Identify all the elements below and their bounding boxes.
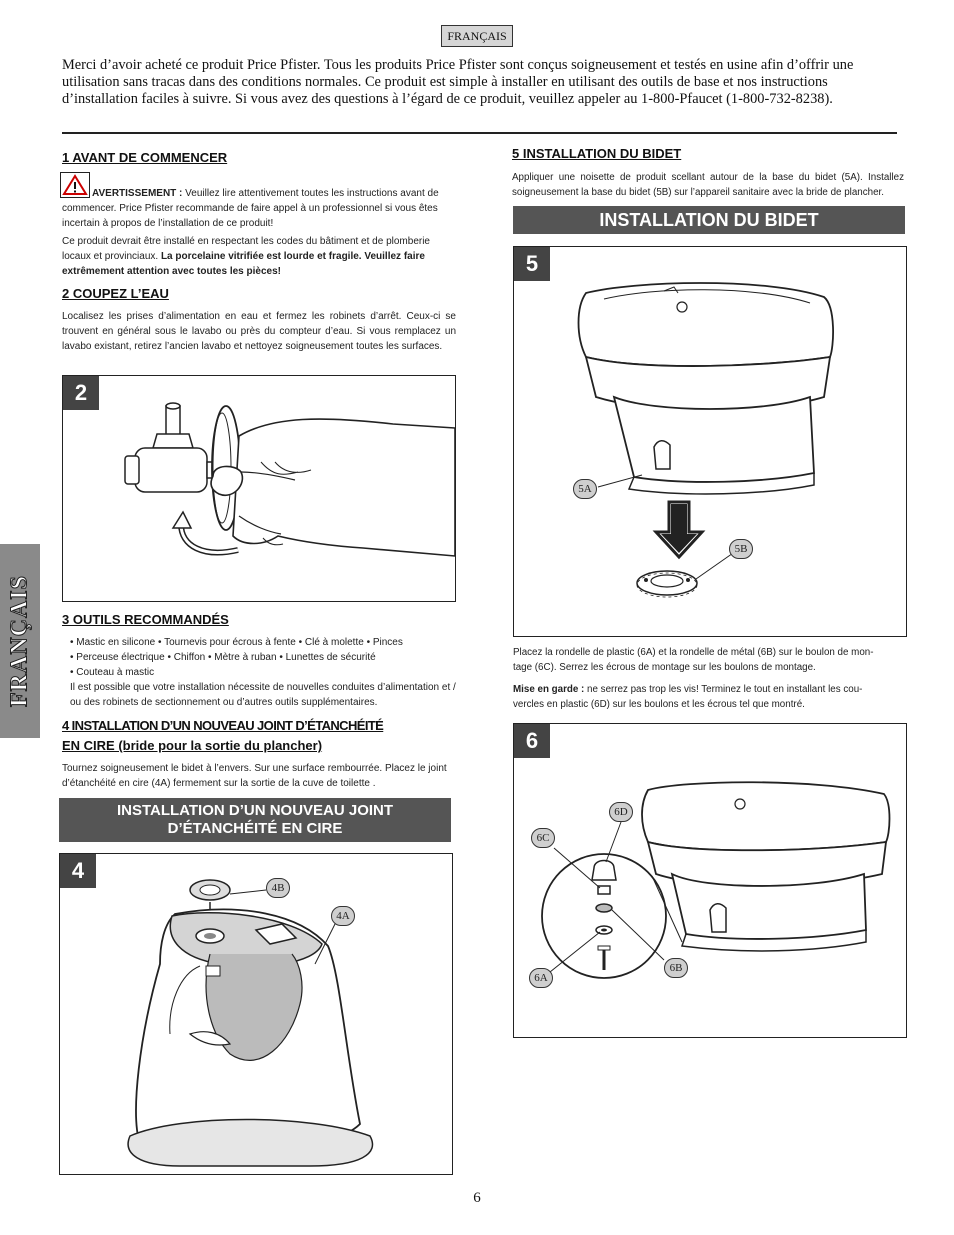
banner4-line1: INSTALLATION D’UN NOUVEAU JOINT xyxy=(116,802,394,819)
caution-label: Mise en garde : xyxy=(513,684,585,695)
warning-label: AVERTISSEMENT : xyxy=(92,188,183,199)
section6-caution: Mise en garde : ne serrez pas trop les v… xyxy=(513,682,905,712)
callout-5b: 5B xyxy=(729,539,753,559)
figure-2: 2 xyxy=(62,375,456,602)
side-tab-label: FRANÇAIS xyxy=(6,574,33,708)
figure-5-number: 5 xyxy=(514,247,550,281)
section5-text: Appliquer une noisette de produit scella… xyxy=(512,172,904,198)
section2-heading: 2 COUPEZ L’EAU xyxy=(62,286,169,301)
figure-4-number: 4 xyxy=(60,854,96,888)
figure-4-leaders xyxy=(229,889,337,965)
bidet-mounting-illustration xyxy=(541,781,891,979)
figure-6: 6 6D 6C 6A 6B xyxy=(513,723,907,1038)
header-divider xyxy=(62,132,897,134)
tools-line: • Mastic en silicone • Tournevis pour éc… xyxy=(70,637,403,648)
section3-heading: 3 OUTILS RECOMMANDÉS xyxy=(62,612,229,627)
warning-paragraph: AVERTISSEMENT : Veuillez lire attentivem… xyxy=(62,186,456,231)
callout-5a: 5A xyxy=(573,479,597,499)
tools-note: Il est possible que votre installation n… xyxy=(70,682,456,708)
section1-heading: 1 AVANT DE COMMENCER xyxy=(62,150,228,165)
caution-line2: vercles en plastic (6D) sur les boulons … xyxy=(513,699,805,710)
section2-text: Localisez les prises d’alimentation en e… xyxy=(62,311,456,352)
section4-text: Tournez soigneusement le bidet à l’enver… xyxy=(62,763,447,789)
tools-list: • Mastic en silicone • Tournevis pour éc… xyxy=(70,635,460,680)
section6-line2: tage (6C). Serrez les écrous de montage … xyxy=(513,662,816,673)
section4-heading-line2: EN CIRE (bride pour la sortie du planche… xyxy=(62,738,323,753)
tools-line: • Perceuse électrique • Chiffon • Mètre … xyxy=(70,652,376,663)
callout-6b: 6B xyxy=(664,958,688,978)
callout-4b: 4B xyxy=(266,878,290,898)
codes-paragraph: Ce produit devrait être installé en resp… xyxy=(62,234,456,279)
section4-heading: 4 INSTALLATION D’UN NOUVEAU JOINT D’ÉTAN… xyxy=(62,718,384,733)
bidet-installation-illustration xyxy=(577,282,834,598)
warning-icon xyxy=(60,172,90,198)
section4-banner: INSTALLATION D’UN NOUVEAU JOINT D’ÉTANCH… xyxy=(59,798,451,842)
section5-banner: INSTALLATION DU BIDET xyxy=(513,206,905,234)
page-number: 6 xyxy=(473,1190,481,1206)
codes-text: Ce produit devrait être installé en resp… xyxy=(62,236,430,262)
callout-4a: 4A xyxy=(331,906,355,926)
callout-6d: 6D xyxy=(609,802,633,822)
caution-line1: ne serrez pas trop les vis! Terminez le … xyxy=(584,684,863,695)
upturned-bidet-illustration xyxy=(127,879,374,1167)
section6-line1: Placez la rondelle de plastic (6A) et la… xyxy=(513,647,874,658)
callout-6a: 6A xyxy=(529,968,553,988)
side-language-tab: FRANÇAIS xyxy=(0,544,40,738)
warning-text: Veuillez lire attentivement toutes les i… xyxy=(62,188,439,229)
banner4-line2: D’ÉTANCHÉITÉ EN CIRE xyxy=(167,820,343,837)
tools-line: • Couteau à mastic xyxy=(70,667,155,678)
callout-6c: 6C xyxy=(531,828,555,848)
figure-2-number: 2 xyxy=(63,376,99,410)
section5-heading: 5 INSTALLATION DU BIDET xyxy=(512,146,682,161)
section6-text: Placez la rondelle de plastic (6A) et la… xyxy=(513,645,905,675)
language-tag: FRANÇAIS xyxy=(441,25,513,47)
figure-5: 5 5A 5B xyxy=(513,246,907,637)
intro-paragraph: Merci d’avoir acheté ce produit Price Pf… xyxy=(62,57,854,107)
shutoff-valve-illustration xyxy=(124,402,455,557)
fragile-warning: La porcelaine vitrifiée est lourde et fr… xyxy=(62,251,425,277)
figure-4: 4 4B 4A xyxy=(59,853,453,1175)
figure-6-number: 6 xyxy=(514,724,550,758)
